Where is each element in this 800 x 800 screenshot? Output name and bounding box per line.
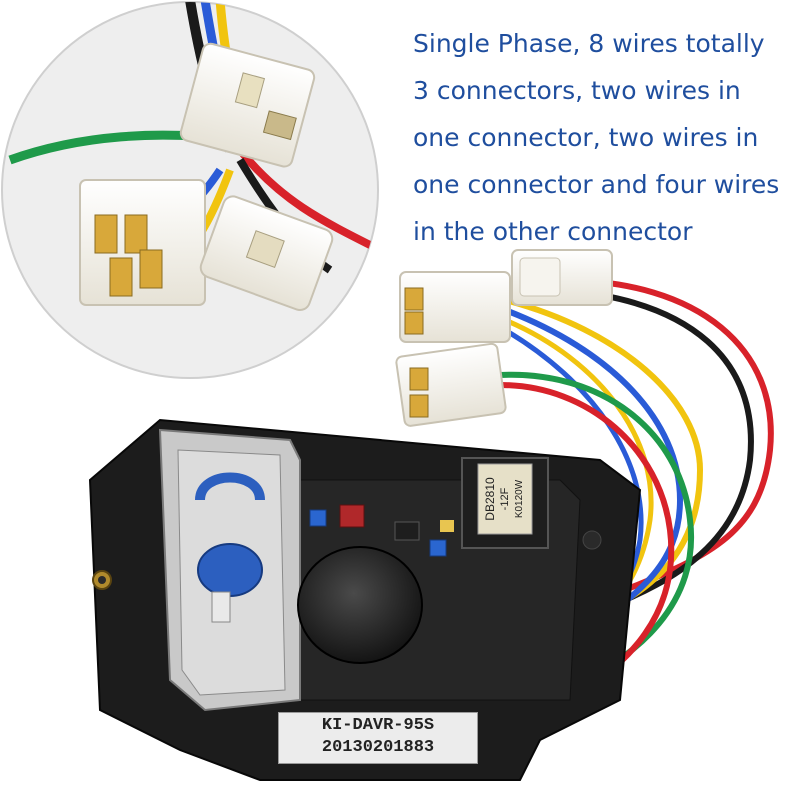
serial-number: 20130201883: [321, 738, 435, 757]
avr-module: [88, 418, 642, 781]
four-pin-connector: [79, 179, 206, 306]
transformer-label: DB2810 -12F K0120W: [483, 477, 525, 521]
transformer-label-line1: DB2810: [483, 477, 497, 521]
description-line-3: one connector, two wires in: [413, 123, 759, 152]
description-line-4: one connector and four wires: [413, 170, 780, 199]
transformer: [461, 457, 549, 549]
description-line-5: in the other connector: [413, 217, 693, 246]
transformer-label-line2: -12F: [499, 487, 511, 510]
product-description: Single Phase, 8 wires totally 3 connecto…: [413, 20, 793, 255]
connector-two-pin-middle: [399, 271, 511, 343]
model-number: KI-DAVR-95S: [321, 716, 435, 735]
transformer-label-line3: K0120W: [514, 479, 525, 518]
two-pin-connector-top: [179, 42, 316, 168]
connector-two-pin-right: [511, 249, 613, 306]
product-label: KI-DAVR-95S 20130201883: [278, 712, 478, 764]
connector-closeup-inset: [1, 1, 379, 379]
two-pin-connector-bottom: [199, 195, 334, 311]
description-line-2: 3 connectors, two wires in: [413, 76, 741, 105]
connector-two-pin-lower: [395, 342, 507, 427]
description-line-1: Single Phase, 8 wires totally: [413, 29, 765, 58]
